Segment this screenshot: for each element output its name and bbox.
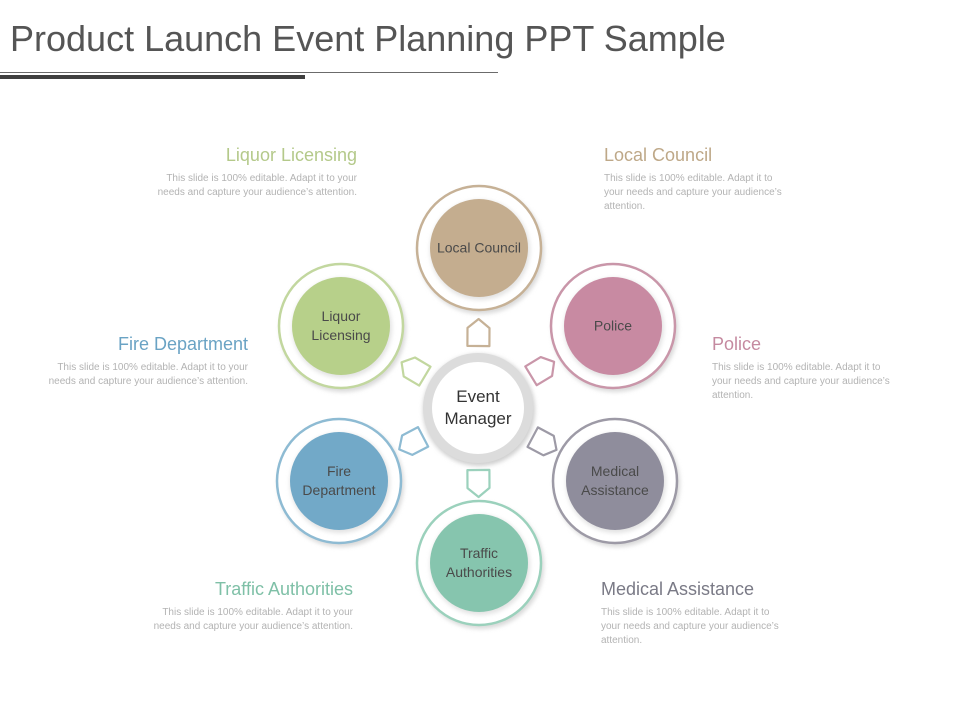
- callout-body: This slide is 100% editable. Adapt it to…: [604, 173, 782, 212]
- connector-liquor-licensing: [400, 356, 432, 387]
- node-disc-medical-assistance: [566, 432, 664, 530]
- callout-traffic-authorities: Traffic Authorities This slide is 100% e…: [153, 579, 353, 634]
- connector-police: [524, 356, 556, 387]
- connector-traffic-authorities: [466, 468, 491, 499]
- node-label-liquor-licensing: Liquor Licensing: [311, 308, 371, 343]
- callout-body: This slide is 100% editable. Adapt it to…: [153, 607, 353, 632]
- callout-body: This slide is 100% editable. Adapt it to…: [157, 173, 357, 198]
- node-label-traffic-authorities: Traffic Authorities: [445, 545, 513, 580]
- callout-title: Local Council: [604, 145, 713, 165]
- callout-title: Fire Department: [117, 334, 248, 354]
- center-label: Event Manager: [444, 387, 512, 428]
- connector-medical-assistance: [526, 426, 558, 457]
- callout-liquor-licensing: Liquor Licensing This slide is 100% edit…: [157, 145, 357, 200]
- connector-fire-department: [398, 426, 430, 456]
- center-disc: [432, 362, 524, 454]
- connector-local-council: [466, 317, 491, 348]
- title-underline-thick: [0, 75, 305, 79]
- callout-body: This slide is 100% editable. Adapt it to…: [48, 362, 248, 387]
- callout-fire-department: Fire Department This slide is 100% edita…: [48, 334, 248, 389]
- callout-title: Liquor Licensing: [225, 145, 357, 165]
- node-label-fire-department: Fire Department: [302, 463, 376, 498]
- node-label-local-council: Local Council: [436, 239, 522, 256]
- node-disc-traffic-authorities: [430, 514, 528, 612]
- callout-body: This slide is 100% editable. Adapt it to…: [712, 362, 890, 401]
- callout-medical-assistance: Medical Assistance This slide is 100% ed…: [601, 579, 791, 648]
- callout-title: Medical Assistance: [601, 579, 755, 599]
- node-disc-local-council: [430, 199, 528, 297]
- title-underline-thin: [0, 72, 498, 73]
- slide-title: Product Launch Event Planning PPT Sample: [10, 18, 726, 59]
- node-disc-fire-department: [290, 432, 388, 530]
- callout-body: This slide is 100% editable. Adapt it to…: [601, 607, 779, 646]
- callout-title: Police: [712, 334, 762, 354]
- node-label-police: Police: [593, 317, 633, 334]
- node-label-medical-assistance: Medical Assistance: [581, 463, 649, 498]
- node-disc-liquor-licensing: [292, 277, 390, 375]
- callout-local-council: Local Council This slide is 100% editabl…: [604, 145, 794, 214]
- callout-police: Police This slide is 100% editable. Adap…: [712, 334, 902, 403]
- callout-title: Traffic Authorities: [214, 579, 353, 599]
- node-disc-police: [564, 277, 662, 375]
